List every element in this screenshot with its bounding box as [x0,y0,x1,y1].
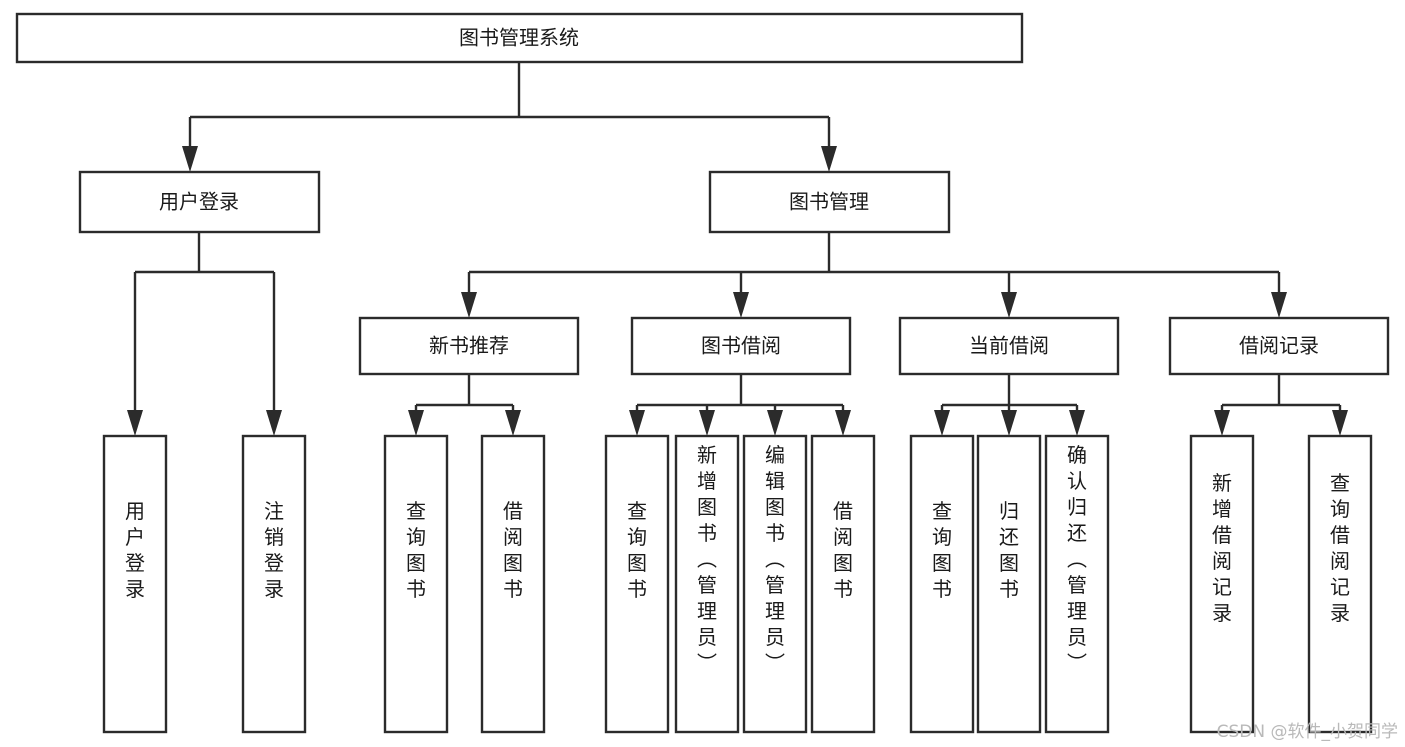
arrow-to-leaf-borrow-book-2 [835,410,851,436]
node-current-borrow-label: 当前借阅 [969,334,1049,358]
arrow-to-leaf-user-login [127,410,143,436]
node-leaf-confirm-return-box[interactable] [1044,434,1110,734]
node-leaf-query-book-1-box[interactable] [383,434,449,734]
node-leaf-borrow-book-2-box[interactable] [810,434,876,734]
node-current-borrow[interactable]: 当前借阅 [898,316,1120,376]
node-leaf-query-book-2-box[interactable] [604,434,670,734]
node-root-box[interactable] [15,12,1024,64]
node-book-borrow-label: 图书借阅 [701,334,781,358]
node-borrow-record[interactable]: 借阅记录 [1168,316,1390,376]
arrow-to-leaf-query-record [1332,410,1348,436]
arrow-to-borrow-record [1271,292,1287,318]
arrow-to-leaf-query-book-1 [408,410,424,436]
node-leaf-add-record-label: 新增借阅记录 [1212,471,1232,625]
node-user-login-label: 用户登录 [159,190,239,214]
arrow-to-leaf-query-book-2 [629,410,645,436]
node-leaf-return-book-box[interactable] [976,434,1042,734]
node-leaf-query-book-2-label: 查询图书 [627,499,647,601]
node-leaf-edit-book-label: 编辑图书︵管理员︶ [765,443,785,675]
node-leaf-user-logout[interactable]: 注销登录 [241,434,307,734]
arrow-to-new-book-recommend [461,292,477,318]
node-leaf-query-record-label: 查询借阅记录 [1330,471,1350,625]
node-leaf-query-book-1[interactable]: 查询图书 [383,434,449,734]
connector-layer [127,62,1348,436]
node-leaf-user-logout-box[interactable] [241,434,307,734]
node-leaf-user-login[interactable]: 用户登录 [102,434,168,734]
node-leaf-borrow-book-2-label: 借阅图书 [833,499,853,601]
node-leaf-query-record[interactable]: 查询借阅记录 [1307,434,1373,734]
node-user-login-box[interactable] [78,170,321,234]
csdn-watermark: CSDN @软件_小贺同学 [1217,722,1398,742]
arrow-to-book-borrow [733,292,749,318]
arrow-to-leaf-query-book-3 [934,410,950,436]
node-leaf-add-book-box[interactable] [674,434,740,734]
node-leaf-user-logout-label: 注销登录 [264,499,284,601]
node-leaf-user-login-label: 用户登录 [125,499,145,601]
node-book-manage[interactable]: 图书管理 [708,170,951,234]
arrow-to-leaf-borrow-book-1 [505,410,521,436]
node-leaf-query-record-box[interactable] [1307,434,1373,734]
node-leaf-confirm-return[interactable]: 确认归还︵管理员︶ [1044,434,1110,734]
arrow-to-book-manage [821,146,837,172]
node-leaf-add-record[interactable]: 新增借阅记录 [1189,434,1255,734]
node-leaf-add-book-label: 新增图书︵管理员︶ [697,443,717,675]
arrow-to-leaf-add-record [1214,410,1230,436]
node-leaf-user-login-box[interactable] [102,434,168,734]
node-book-manage-label: 图书管理 [789,190,869,214]
node-leaf-add-book[interactable]: 新增图书︵管理员︶ [674,434,740,734]
node-book-borrow[interactable]: 图书借阅 [630,316,852,376]
arrow-to-user-login [182,146,198,172]
node-leaf-query-book-3-label: 查询图书 [932,499,952,601]
node-leaf-edit-book[interactable]: 编辑图书︵管理员︶ [742,434,808,734]
node-book-borrow-box[interactable] [630,316,852,376]
node-leaf-borrow-book-1-label: 借阅图书 [503,499,523,601]
arrow-to-leaf-add-book [699,410,715,436]
node-leaf-confirm-return-label: 确认归还︵管理员︶ [1067,443,1087,675]
node-leaf-add-record-box[interactable] [1189,434,1255,734]
arrow-to-leaf-edit-book [767,410,783,436]
node-leaf-borrow-book-1-box[interactable] [480,434,546,734]
node-borrow-record-label: 借阅记录 [1239,334,1319,358]
node-leaf-query-book-3-box[interactable] [909,434,975,734]
node-leaf-edit-book-box[interactable] [742,434,808,734]
node-new-book-recommend[interactable]: 新书推荐 [358,316,580,376]
arrow-to-leaf-user-logout [266,410,282,436]
node-current-borrow-box[interactable] [898,316,1120,376]
node-leaf-borrow-book-1[interactable]: 借阅图书 [480,434,546,734]
node-root[interactable]: 图书管理系统 [15,12,1024,64]
node-new-book-recommend-box[interactable] [358,316,580,376]
node-user-login[interactable]: 用户登录 [78,170,321,234]
arrow-to-leaf-return-book [1001,410,1017,436]
node-leaf-borrow-book-2[interactable]: 借阅图书 [810,434,876,734]
arrow-to-leaf-confirm-return [1069,410,1085,436]
arrow-to-current-borrow [1001,292,1017,318]
node-new-book-recommend-label: 新书推荐 [429,334,509,358]
node-leaf-return-book[interactable]: 归还图书 [976,434,1042,734]
node-root-label: 图书管理系统 [459,26,579,50]
node-borrow-record-box[interactable] [1168,316,1390,376]
node-book-manage-box[interactable] [708,170,951,234]
node-leaf-return-book-label: 归还图书 [999,499,1019,601]
node-leaf-query-book-1-label: 查询图书 [406,499,426,601]
node-leaf-query-book-3[interactable]: 查询图书 [909,434,975,734]
node-leaf-query-book-2[interactable]: 查询图书 [604,434,670,734]
